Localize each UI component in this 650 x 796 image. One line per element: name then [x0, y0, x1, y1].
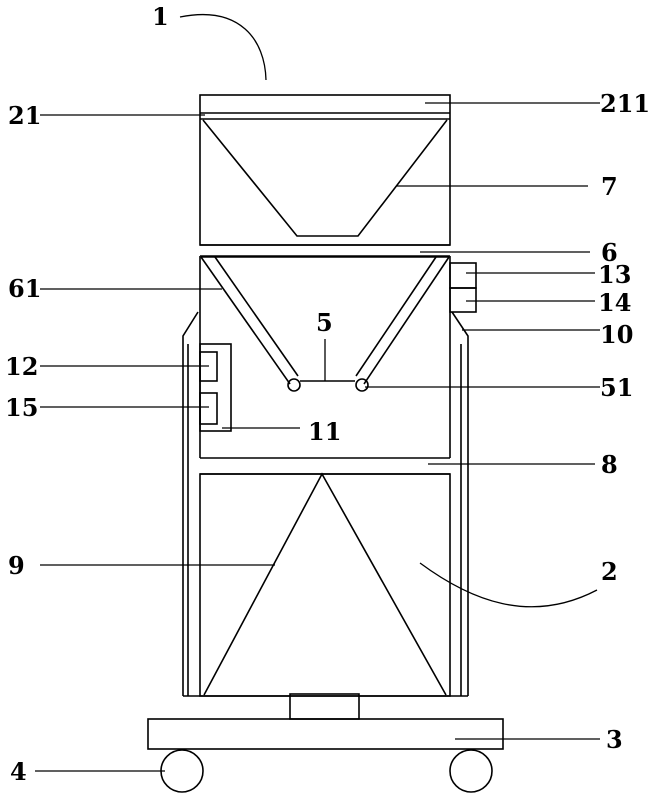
middle-hopper-61-outer [201, 257, 290, 384]
housing-right-outer [452, 312, 468, 696]
middle-hopper-61-inner [215, 257, 298, 376]
leader-lines [35, 15, 600, 771]
component-15 [200, 393, 217, 424]
label-21: 21 [8, 101, 41, 130]
label-2: 2 [601, 557, 618, 586]
label-14: 14 [598, 288, 631, 317]
leader-2 [420, 563, 597, 607]
label-13: 13 [598, 260, 631, 289]
label-11: 11 [308, 417, 341, 446]
center-block [290, 694, 359, 719]
housing-left-outer [183, 312, 198, 696]
component-14 [450, 288, 476, 312]
hinge-51-left [288, 379, 300, 391]
cart-platform [148, 719, 503, 749]
lower-module [200, 458, 450, 696]
label-5: 5 [316, 308, 333, 337]
wheel-left [161, 750, 203, 792]
top-frame [200, 95, 450, 245]
top-module [200, 95, 450, 245]
middle-hopper-right-inner [356, 257, 436, 376]
label-8: 8 [601, 450, 618, 479]
label-51: 51 [600, 373, 633, 402]
label-10: 10 [600, 320, 633, 349]
wheel-right [450, 750, 492, 792]
label-61: 61 [8, 274, 41, 303]
label-211: 211 [600, 89, 650, 118]
upper-hopper-7 [203, 120, 447, 236]
label-1: 1 [152, 2, 169, 31]
lower-chamber [200, 474, 450, 696]
component-13 [450, 263, 476, 288]
hinge-51-right [356, 379, 368, 391]
cone-9 [204, 474, 446, 695]
cart-3 [148, 694, 503, 792]
label-4: 4 [10, 757, 27, 786]
control-box-11 [200, 344, 231, 431]
label-7: 7 [601, 172, 618, 201]
label-15: 15 [5, 393, 38, 422]
label-3: 3 [606, 725, 623, 754]
leader-1 [180, 15, 266, 80]
middle-hopper-right-outer [364, 257, 449, 384]
label-12: 12 [5, 352, 38, 381]
label-9: 9 [8, 551, 25, 580]
